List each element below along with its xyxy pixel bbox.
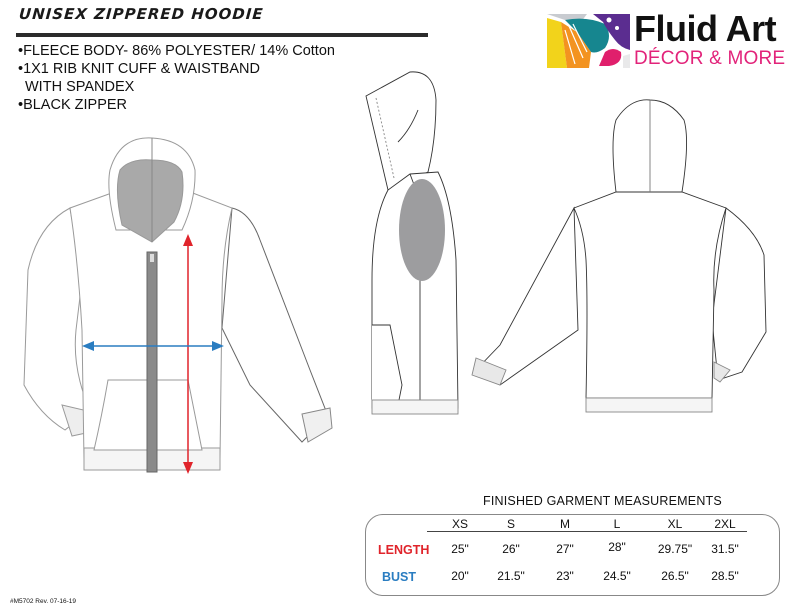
- feature-item: •FLEECE BODY- 86% POLYESTER/ 14% Cotton: [18, 43, 335, 59]
- hoodie-back-view: [471, 99, 767, 413]
- length-value: 25": [451, 542, 469, 556]
- size-xs: XS: [451, 517, 468, 531]
- size-2xl: 2XL: [714, 517, 736, 531]
- length-label: LENGTH: [378, 543, 430, 557]
- brand-logo: Fluid Art DÉCOR & MORE: [547, 8, 787, 70]
- side-patch: [399, 179, 445, 281]
- size-l: L: [613, 517, 621, 531]
- title-divider: [16, 33, 428, 37]
- size-xl: XL: [667, 517, 683, 531]
- bust-value: 23": [556, 569, 574, 583]
- logo-title: Fluid Art: [634, 8, 777, 49]
- length-value: 29.75": [657, 542, 693, 556]
- bust-value: 26.5": [661, 569, 689, 583]
- bust-label: BUST: [382, 570, 417, 584]
- bust-value: 21.5": [497, 569, 525, 583]
- header-divider: [427, 531, 747, 532]
- hoodie-side-view: [365, 71, 459, 415]
- feature-item: •1X1 RIB KNIT CUFF & WAISTBAND: [18, 61, 260, 77]
- measurements-title: FINISHED GARMENT MEASUREMENTS: [483, 494, 722, 508]
- length-value: 28": [608, 540, 626, 554]
- fluid-art-paint-swirl-icon: [547, 12, 630, 68]
- product-title: UNISEX ZIPPERED HOODIE: [18, 5, 265, 23]
- size-m: M: [560, 517, 570, 531]
- logo-subtitle: DÉCOR & MORE: [634, 48, 786, 69]
- length-value: 26": [502, 542, 520, 556]
- hoodie-front-view: [23, 137, 333, 474]
- feature-list: •FLEECE BODY- 86% POLYESTER/ 14% Cotton …: [18, 42, 335, 114]
- length-value: 27": [556, 542, 574, 556]
- bust-value: 24.5": [603, 569, 631, 583]
- measurements-table: [365, 514, 780, 596]
- feature-item: WITH SPANDEX: [25, 79, 135, 95]
- size-s: S: [506, 517, 515, 531]
- bust-value: 28.5": [711, 569, 739, 583]
- bust-value: 20": [451, 569, 469, 583]
- revision-code: #M5702 Rev. 07-16-19: [10, 598, 77, 605]
- length-value: 31.5": [711, 542, 739, 556]
- feature-item: •BLACK ZIPPER: [18, 97, 128, 113]
